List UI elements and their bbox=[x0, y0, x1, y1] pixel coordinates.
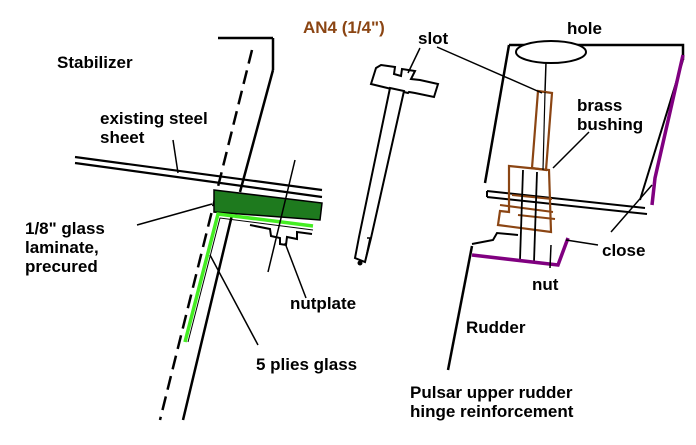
glass-plies-line bbox=[183, 212, 314, 343]
label-existing-steel-sheet: existing steel sheet bbox=[100, 109, 208, 147]
label-slot: slot bbox=[418, 29, 449, 48]
label-brass-bushing: brass bushing bbox=[577, 96, 644, 134]
label-stabilizer: Stabilizer bbox=[57, 53, 133, 72]
label-glass-laminate: 1/8" glass laminate, precured bbox=[25, 219, 105, 276]
label-hole: hole bbox=[567, 19, 602, 38]
label-nut: nut bbox=[532, 275, 559, 294]
label-plies-glass: 5 plies glass bbox=[256, 355, 358, 374]
steel-sheet bbox=[74, 139, 323, 199]
caption: Pulsar upper rudder hinge reinforcement bbox=[410, 383, 574, 421]
label-rudder: Rudder bbox=[466, 318, 526, 337]
label-an4-bolt: AN4 (1/4") bbox=[303, 18, 385, 37]
nutplate bbox=[249, 159, 313, 299]
hole-ellipse bbox=[515, 40, 587, 64]
close-line bbox=[471, 54, 685, 267]
stabilizer-structure bbox=[158, 36, 275, 421]
brass-bushing bbox=[496, 89, 556, 234]
label-close: close bbox=[602, 241, 646, 260]
an4-bolt bbox=[353, 47, 440, 266]
label-nutplate: nutplate bbox=[290, 294, 357, 313]
rudder-structure bbox=[446, 40, 685, 371]
